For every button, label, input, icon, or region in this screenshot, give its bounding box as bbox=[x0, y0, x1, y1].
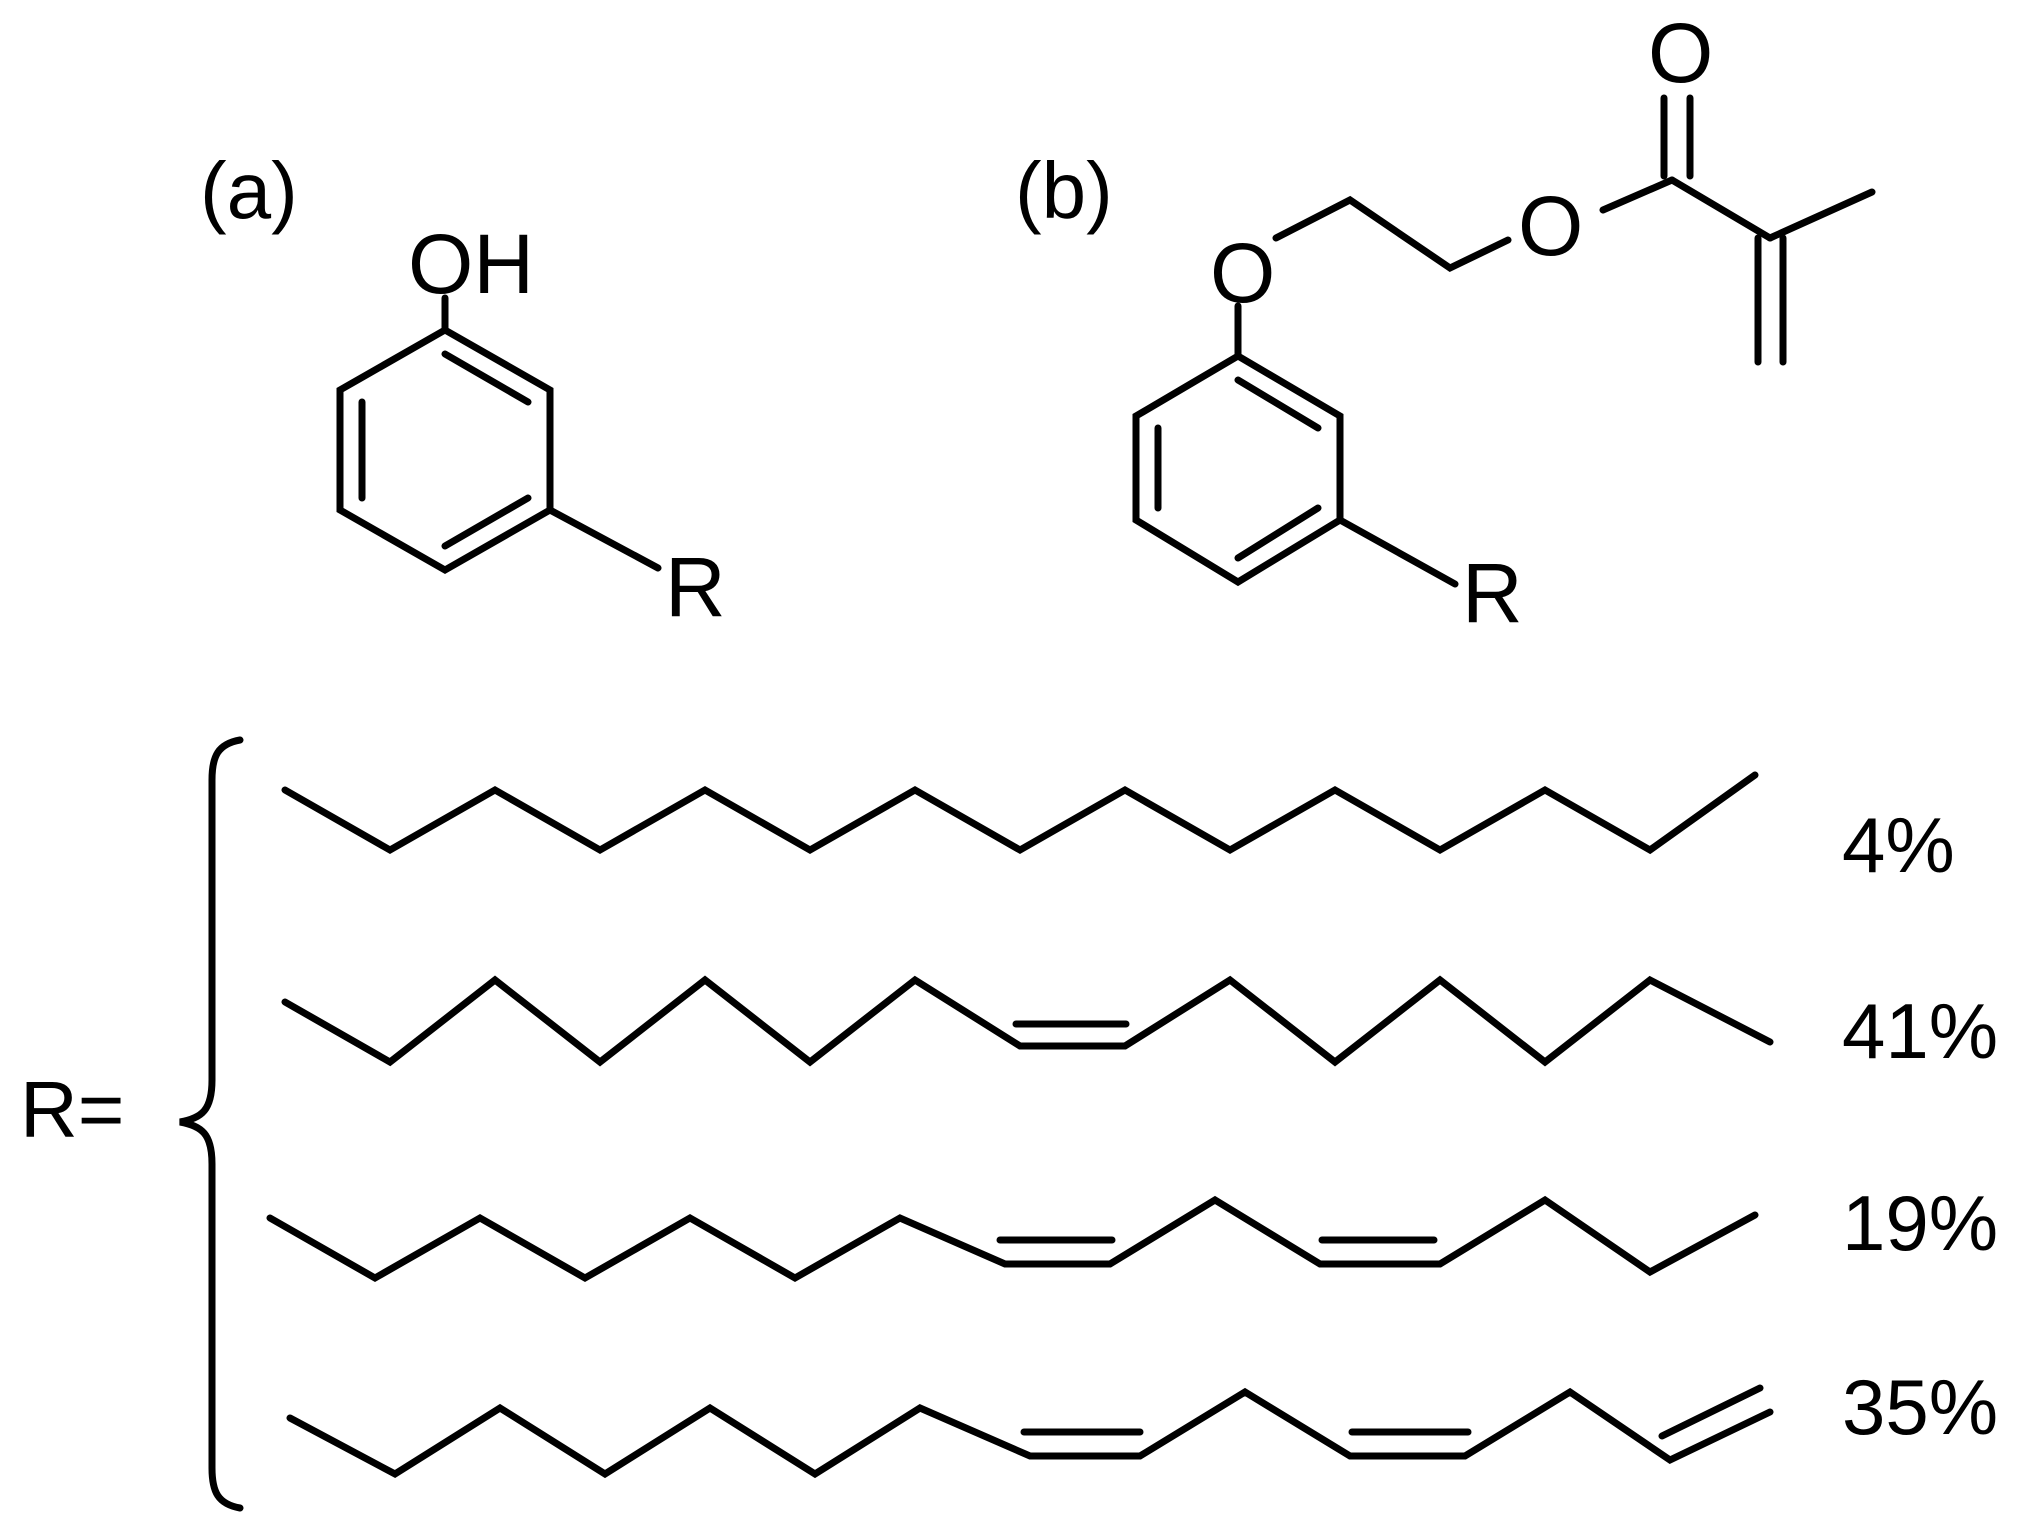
chain-percent: 35% bbox=[1842, 1363, 1998, 1451]
bond-c-r-a bbox=[546, 506, 662, 572]
panel-label-a: (a) bbox=[200, 146, 298, 235]
atom-label-r-a: R bbox=[665, 540, 726, 634]
r-equals-label: R= bbox=[20, 1065, 125, 1154]
bond-c-r-b bbox=[1336, 516, 1459, 588]
structure-a: (a) OH R bbox=[200, 146, 726, 634]
panel-label-b: (b) bbox=[1015, 146, 1113, 235]
r-substituent-legend: R= 4% 41% 19% 35% bbox=[20, 736, 1998, 1512]
ethylene-linker bbox=[1272, 195, 1512, 273]
benzene-ring-b bbox=[1132, 351, 1344, 587]
structure-b: (b) O O O R bbox=[1015, 6, 1876, 640]
chain-percent: 19% bbox=[1842, 1179, 1998, 1267]
atom-label-r-b: R bbox=[1462, 546, 1523, 640]
chain-triene: 35% bbox=[286, 1363, 1998, 1479]
chain-diene: 19% bbox=[266, 1179, 1998, 1283]
bond-carbonyl-alpha-c bbox=[1668, 176, 1774, 242]
chain-saturated: 4% bbox=[281, 771, 1955, 889]
benzene-ring-a bbox=[336, 325, 554, 575]
terminal-double-bond bbox=[1658, 1384, 1764, 1440]
chain-monoene: 41% bbox=[281, 975, 1998, 1075]
bond-methyl bbox=[1766, 188, 1876, 242]
curly-brace-icon bbox=[179, 736, 244, 1512]
atom-label-ester-o: O bbox=[1518, 179, 1583, 273]
bond-ester-o-carbonyl-c bbox=[1599, 176, 1676, 214]
atom-label-ether-o: O bbox=[1210, 226, 1275, 320]
chain-percent: 4% bbox=[1842, 801, 1955, 889]
atom-label-oh: OH bbox=[408, 217, 534, 311]
atom-label-carbonyl-o: O bbox=[1648, 6, 1713, 100]
chain-percent: 41% bbox=[1842, 987, 1998, 1075]
